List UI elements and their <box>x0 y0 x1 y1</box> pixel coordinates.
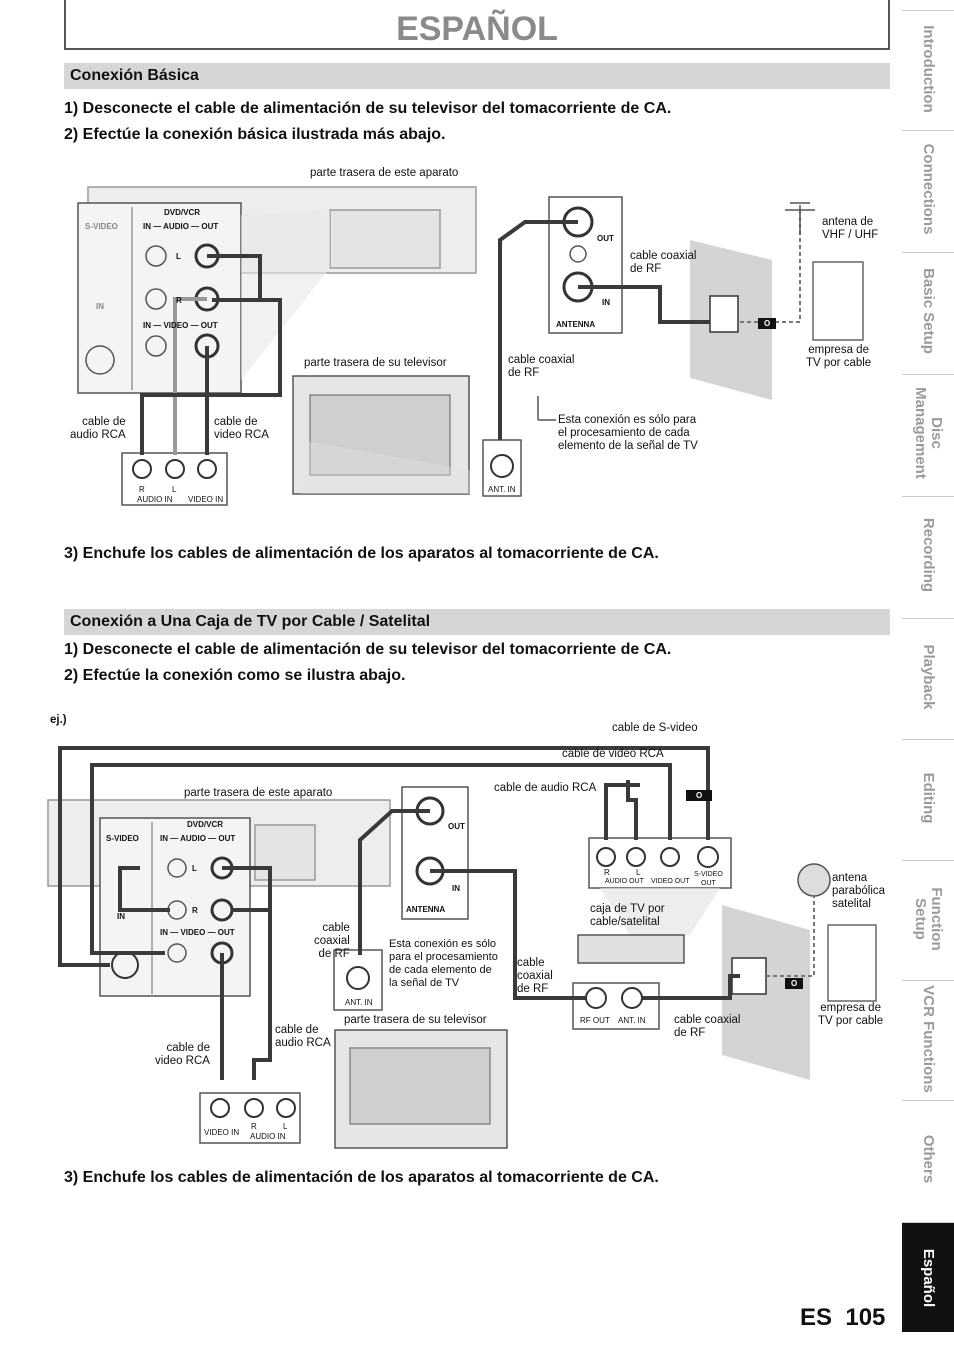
label-audio-out-2: IN — AUDIO — OUT <box>160 834 236 843</box>
label-dvdvcr: DVD/VCR <box>164 208 201 217</box>
label-coax-1: cable coaxial de RF <box>630 250 697 275</box>
label-in: IN <box>96 302 104 311</box>
unit2-zoom-panel <box>99 817 251 997</box>
label-tv-l: L <box>172 485 177 494</box>
label-audio-in-2: AUDIO IN <box>250 1132 286 1141</box>
label-box-video-out: VIDEO OUT <box>651 878 690 885</box>
label-coax-a: cable coaxial de RF <box>314 922 350 960</box>
tab-espanol[interactable]: Español <box>902 1222 954 1332</box>
label-video-out-2: IN — VIDEO — OUT <box>160 928 235 937</box>
tv-audio-video-in <box>121 452 228 506</box>
label-video-in-2: VIDEO IN <box>204 1128 240 1137</box>
label-box-name: caja de TV por cable/satelital <box>590 903 665 928</box>
tab-function-setup[interactable]: Function Setup <box>902 860 954 976</box>
label-l: L <box>176 252 181 261</box>
label-coax-c: cable coaxial de RF <box>674 1014 741 1039</box>
label-out-2: OUT <box>448 822 465 831</box>
tab-recording[interactable]: Recording <box>902 496 954 612</box>
label-box-r: R <box>604 868 610 877</box>
tv-ant-in <box>482 439 522 497</box>
step-1b: 1) Desconecte el cable de alimentación d… <box>64 641 672 658</box>
label-rf-out: RF OUT <box>580 1016 610 1025</box>
label-box-o: O <box>686 790 713 801</box>
section-heading-basic: Conexión Básica <box>64 63 890 89</box>
page-title-box: ESPAÑOL <box>64 0 890 50</box>
label-antenna-2: ANTENNA <box>406 905 446 914</box>
label-video-out: IN — VIDEO — OUT <box>143 321 218 330</box>
tab-editing[interactable]: Editing <box>902 739 954 855</box>
label-rear-unit: parte trasera de este aparato <box>310 167 459 179</box>
label-video-rca: cable de video RCA <box>214 416 269 441</box>
label-svideo: S-VIDEO <box>85 222 118 231</box>
label-note-1: Esta conexión es sólo para el procesamie… <box>558 414 698 452</box>
unit-jack-cluster <box>329 209 441 269</box>
label-l-2: L <box>192 864 197 873</box>
label-rear-tv-2: parte trasera de su televisor <box>344 1014 487 1026</box>
label-video-in: VIDEO IN <box>188 495 224 504</box>
loop-cable <box>207 254 262 302</box>
label-note-2: Esta conexión es sólo para el procesamie… <box>389 938 498 989</box>
label-box-l: L <box>636 868 641 877</box>
label-ant-in: ANT. IN <box>488 485 516 494</box>
label-svideo-cable: cable de S-video <box>612 722 698 734</box>
label-satellite: antena parabólica satelital <box>832 872 886 910</box>
label-antenna-vhf: antena de VHF / UHF <box>822 216 879 241</box>
step-2: 2) Efectúe la conexión básica ilustrada … <box>64 126 446 143</box>
label-in-ant-2: IN <box>452 884 460 893</box>
page-number: ES 105 <box>800 1304 885 1332</box>
label-tv-r: R <box>139 485 145 494</box>
tab-disc-management[interactable]: Disc Management <box>902 374 954 490</box>
label-r-2: R <box>192 906 198 915</box>
label-antenna: ANTENNA <box>556 320 596 329</box>
tab-basic-setup[interactable]: Basic Setup <box>902 252 954 368</box>
tab-introduction[interactable]: Introduction <box>902 10 954 126</box>
step-3: 3) Enchufe los cables de alimentación de… <box>64 545 659 562</box>
label-tv-ant-in-2: ANT. IN <box>345 998 373 1007</box>
label-tv-r-2: R <box>251 1122 257 1131</box>
label-audio-rca: cable de audio RCA <box>70 416 126 441</box>
label-wall-o-2: O <box>785 978 804 989</box>
step-3b: 3) Enchufe los cables de alimentación de… <box>64 1169 659 1186</box>
label-box-ant-in: ANT. IN <box>618 1016 646 1025</box>
label-audio-in: AUDIO IN <box>137 495 173 504</box>
label-wall-o: O <box>758 318 777 329</box>
tab-others[interactable]: Others <box>902 1100 954 1216</box>
label-ej: ej.) <box>50 714 67 726</box>
label-audio-out: IN — AUDIO — OUT <box>143 222 219 231</box>
page-num: 105 <box>845 1304 886 1331</box>
tab-vcr-functions[interactable]: VCR Functions <box>902 980 954 1096</box>
label-audio-rca-cable: cable de audio RCA <box>494 782 597 794</box>
label-out: OUT <box>597 234 614 243</box>
label-tv-l-2: L <box>283 1122 288 1131</box>
section-heading-cable-box: Conexión a Una Caja de TV por Cable / Sa… <box>64 609 890 635</box>
label-cable-company-2: empresa de TV por cable <box>818 1002 884 1027</box>
label-box-svideo-out: S-VIDEO OUT <box>694 871 723 887</box>
antenna-terminal <box>548 196 623 334</box>
tab-connections[interactable]: Connections <box>902 130 954 246</box>
tab-playback[interactable]: Playback <box>902 618 954 734</box>
label-svideo-2: S-VIDEO <box>106 834 139 843</box>
page-title: ESPAÑOL <box>396 10 558 48</box>
lang-code: ES <box>800 1304 833 1331</box>
label-video-rca-cable: cable de video RCA <box>562 748 664 760</box>
label-dvdvcr-2: DVD/VCR <box>187 820 224 829</box>
label-rear-unit-2: parte trasera de este aparato <box>184 787 333 799</box>
label-rear-tv: parte trasera de su televisor <box>304 357 447 369</box>
label-box-audio-out: AUDIO OUT <box>605 878 644 885</box>
step-1: 1) Desconecte el cable de alimentación d… <box>64 100 672 117</box>
label-video-rca-2: cable de video RCA <box>155 1042 210 1067</box>
label-coax-b: cable coaxial de RF <box>517 957 553 995</box>
step-2b: 2) Efectúe la conexión como se ilustra a… <box>64 667 406 684</box>
label-cable-company: empresa de TV por cable <box>806 344 872 369</box>
label-coax-2: cable coaxial de RF <box>508 354 575 379</box>
label-r: R <box>176 296 182 305</box>
label-in-2: IN <box>117 912 125 921</box>
label-audio-rca-2: cable de audio RCA <box>275 1024 331 1049</box>
label-in-ant: IN <box>602 298 610 307</box>
